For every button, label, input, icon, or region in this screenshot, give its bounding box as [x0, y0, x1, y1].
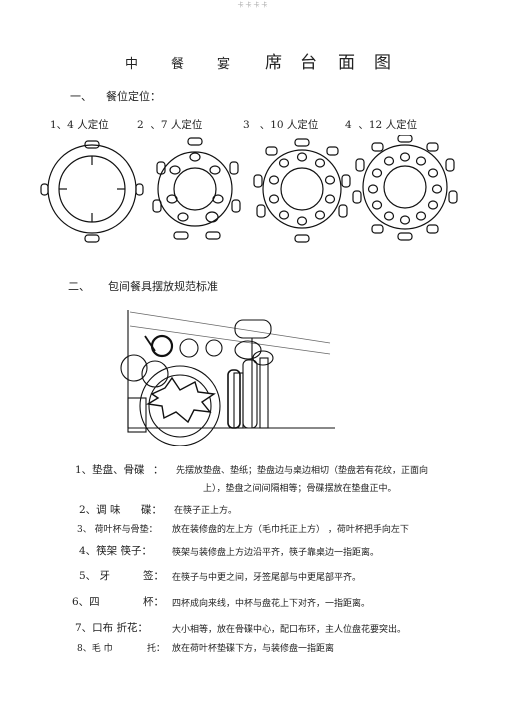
section2-heading: 包间餐具摆放规范标准	[108, 280, 218, 293]
title-char: 席	[265, 53, 282, 73]
place-setting-diagram	[120, 310, 335, 446]
rule-colon: ：	[153, 464, 164, 476]
table-size-num: 3	[243, 119, 250, 131]
title-char: 面	[338, 53, 355, 73]
table-size-text: 人定位	[77, 119, 109, 131]
rule-colon: 托：	[147, 644, 166, 654]
table-10-seat-diagram	[253, 138, 351, 243]
rule-text: 放在荷叶杯垫碟下方，与装修盘一指距离	[172, 644, 335, 654]
title-char: 台	[300, 53, 317, 73]
rule-text: 大小相等，放在骨碟中心，配口布环，主人位盘花要突出。	[172, 625, 407, 635]
rule-label: 5、 牙	[79, 570, 111, 582]
table-size-label: 3 、10 人定位	[243, 117, 318, 132]
rule-label: 3、 荷叶杯与骨垫：	[77, 525, 158, 535]
title-char: 餐	[171, 57, 185, 72]
rule-colon: 签：	[143, 570, 164, 582]
section2-number: 二、	[68, 280, 90, 293]
rule-colon: 杯：	[143, 596, 164, 608]
rule-label: 7、口布 折花：	[75, 622, 149, 634]
rule-label: 4、筷架 筷子：	[79, 545, 153, 557]
rule-label: 2、调 味	[79, 504, 121, 516]
rule-text: 四杯成向来线，中杯与盘花上下对齐，一指距离。	[172, 599, 371, 609]
table-size-text: 、10 人定位	[259, 119, 319, 131]
title-char: 图	[374, 53, 391, 73]
table-size-label: 1、4 人定位	[50, 117, 109, 132]
table-size-num: 4	[345, 119, 352, 131]
table-layout-diagrams	[40, 135, 458, 243]
table-7-seat-diagram	[152, 137, 241, 240]
rule-text: 在筷子正上方。	[174, 506, 238, 516]
table-12-seat-diagram	[352, 135, 458, 241]
table-4-seat-diagram	[40, 140, 144, 243]
table-size-text: 、12 人定位	[358, 119, 418, 131]
title-char: 宴	[217, 57, 231, 72]
rule-label: 6、四	[72, 596, 100, 608]
table-size-num: 2	[137, 119, 144, 131]
rule-colon: 碟：	[141, 504, 162, 516]
table-size-text: 、7 人定位	[150, 119, 203, 131]
table-size-label: 4 、12 人定位	[345, 117, 417, 132]
header-mark: 卡 卡 卡 卡	[237, 2, 268, 9]
rule-label: 8、毛 巾	[77, 644, 113, 654]
rule-text: 筷架与装修盘上方边沿平齐，筷子靠桌边一指距离。	[172, 548, 380, 558]
rule-text: 在筷子与中更之间，牙签尾部与中更尾部平齐。	[172, 573, 362, 583]
table-size-num: 1、4	[50, 119, 74, 131]
rule-label: 1、垫盘、骨碟	[75, 464, 145, 476]
table-size-label: 2 、7 人定位	[137, 117, 202, 132]
rule-text-continued: 上），垫盘之间间隔相等；骨碟摆放在垫盘正中。	[203, 484, 397, 494]
section1-number: 一、	[70, 90, 92, 103]
rule-text: 先摆放垫盘、垫纸；垫盘边与桌边相切（垫盘若有花纹，正面向	[176, 466, 429, 476]
section1-heading: 餐位定位：	[106, 90, 161, 103]
rule-text: 放在装修盘的左上方（毛巾托正上方） ，荷叶杯把手向左下	[172, 525, 409, 535]
title-char: 中	[125, 57, 139, 72]
